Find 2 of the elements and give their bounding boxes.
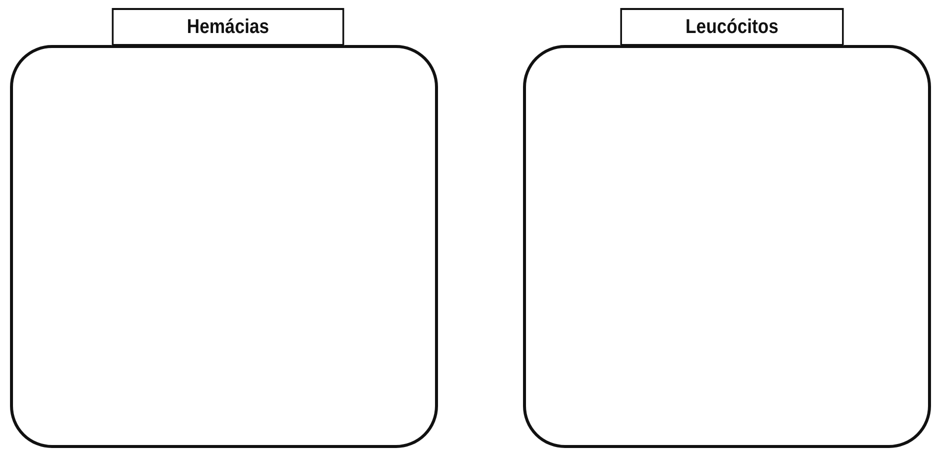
title-tab: Hemácias xyxy=(112,8,344,46)
title-tab: Leucócitos xyxy=(620,8,844,46)
